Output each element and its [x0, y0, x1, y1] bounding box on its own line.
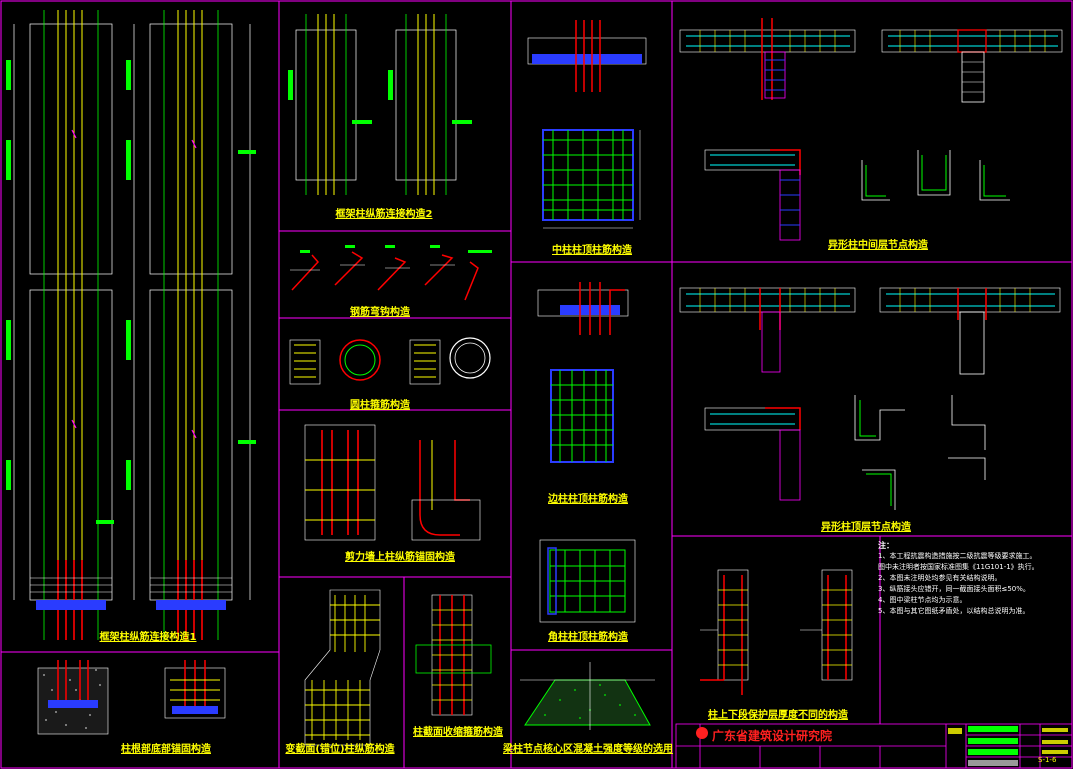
section-change-drawing — [304, 589, 381, 746]
title-mid-column-top: 中柱柱顶柱筋构造 — [552, 245, 632, 256]
org-name: 广东省建筑设计研究院 — [712, 729, 833, 743]
title-special-top: 异形柱顶层节点构造 — [821, 522, 911, 533]
title-section-change: 变截面(错位)柱纵筋构造 — [285, 744, 395, 755]
side-column-top-drawing — [537, 282, 629, 463]
title-column-splice-2: 框架柱纵筋连接构造2 — [335, 209, 433, 220]
title-corner-column-top: 角柱柱顶柱筋构造 — [548, 632, 628, 643]
general-notes: 注： 1、本工程抗震构造措施按二级抗震等级要求施工。 图中未注明者按国家标准图集… — [878, 540, 1068, 617]
corner-column-top-drawing — [539, 539, 636, 623]
title-section-stirrup: 柱截面收缩箍筋构造 — [413, 727, 503, 738]
title-cover-change: 柱上下段保护层厚度不同的构造 — [708, 710, 848, 721]
shear-wall-column-drawing — [304, 424, 481, 541]
mid-column-top-drawing — [527, 20, 647, 229]
note-line: 图中未注明者按国家标准图集《11G101-1》执行。 — [878, 563, 1039, 571]
note-line: 1、本工程抗震构造措施按二级抗震等级要求施工。 — [878, 552, 1037, 560]
title-hook: 钢筋弯钩构造 — [350, 307, 410, 318]
drawing-number: S-1-6 — [1038, 756, 1057, 764]
notes-heading: 注： — [878, 541, 894, 550]
note-line: 5、本图与其它图纸矛盾处，以结构总说明为准。 — [878, 607, 1030, 615]
note-line: 4、图中梁柱节点均为示意。 — [878, 596, 967, 604]
special-top-drawing — [679, 287, 1061, 510]
cover-change-drawing — [700, 569, 853, 695]
note-line: 2、本图未注明处均参见有关结构说明。 — [878, 574, 1002, 582]
title-block-fill — [696, 726, 1068, 766]
special-mid-drawing — [679, 18, 1063, 241]
note-line: 3、纵筋接头应错开，同一截面接头面积≤50%。 — [878, 585, 1030, 593]
section-stirrup-drawing — [415, 594, 492, 716]
title-block-frame — [675, 723, 1073, 769]
hook-drawing — [290, 245, 492, 301]
title-column-base: 柱根部底部锚固构造 — [121, 744, 211, 755]
title-special-mid: 异形柱中间层节点构造 — [828, 240, 928, 251]
title-core-concrete: 梁柱节点核心区混凝土强度等级的选用 — [503, 744, 673, 755]
title-circular: 圆柱箍筋构造 — [350, 400, 410, 411]
column-splice-2-drawing — [288, 14, 472, 195]
circular-column-drawing — [289, 337, 491, 385]
column-base-drawing — [37, 660, 226, 735]
core-concrete-drawing — [520, 662, 655, 730]
title-shear-wall: 剪力墙上柱纵筋锚固构造 — [345, 552, 455, 563]
column-splice-1-drawing — [6, 10, 256, 640]
title-column-splice-1: 框架柱纵筋连接构造1 — [99, 632, 197, 643]
title-side-column-top: 边柱柱顶柱筋构造 — [548, 494, 628, 505]
